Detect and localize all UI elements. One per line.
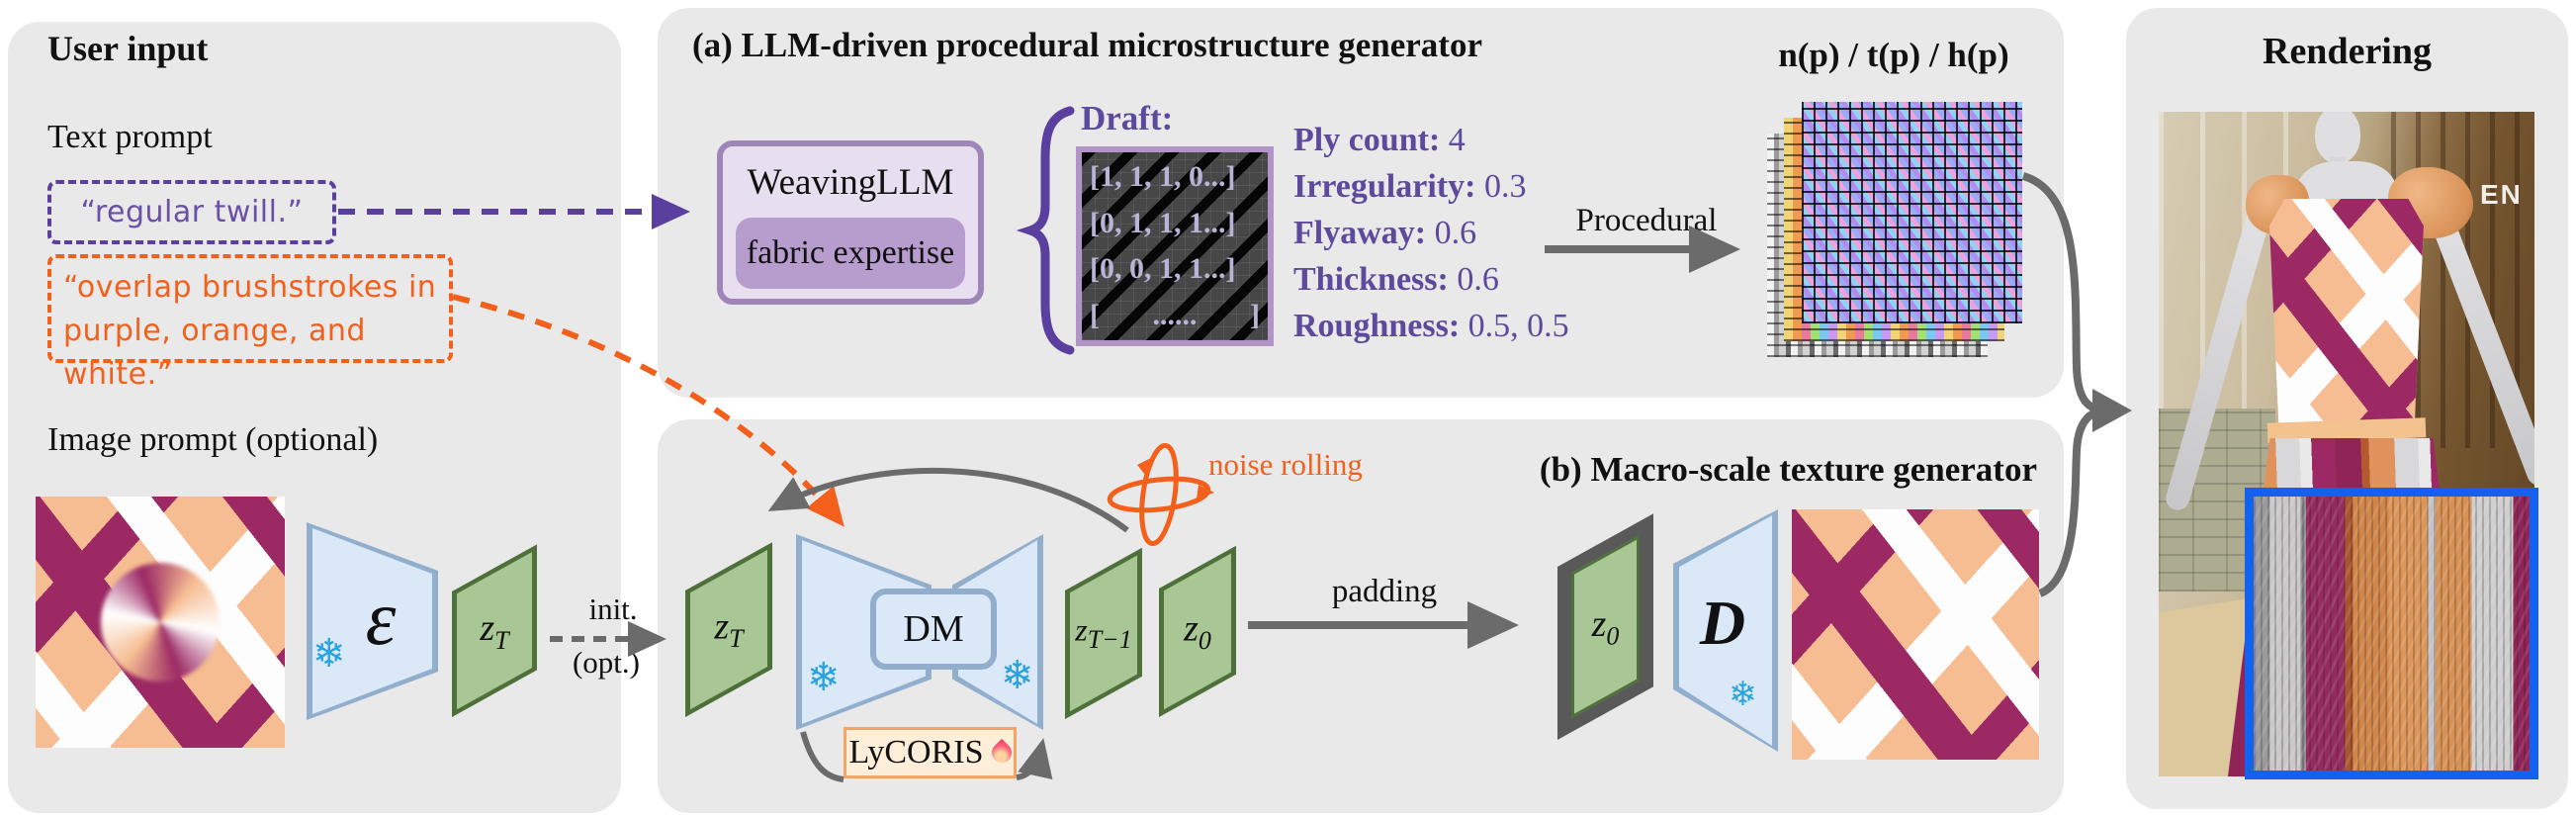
param-value: 0.5, 0.5 [1467,308,1569,344]
fabric-zoom-inset [2245,488,2538,779]
user-input-title: User input [47,29,209,68]
z-sub: T [729,624,744,654]
z-base: z [480,606,495,649]
fire-icon [987,738,1016,768]
text-prompt-purple: “regular twill.” [47,180,336,244]
dm-box: DM [870,589,997,670]
init-label: init. [588,592,638,626]
param-value: 4 [1448,122,1466,158]
padding-label: padding [1331,574,1438,609]
dots: ...... [1152,298,1198,331]
param-line: Irregularity: 0.3 [1293,163,1569,210]
fabric-swirl-detail [101,563,220,682]
init-opt-label: (opt.) [572,645,640,680]
param-line: Ply count: 4 [1293,117,1569,163]
bracket-right: ] [1250,298,1260,331]
param-value: 0.6 [1434,215,1477,251]
encoder-symbol: ε [365,575,397,661]
draft-label: Draft: [1081,99,1174,137]
param-line: Flyaway: 0.6 [1293,210,1569,256]
z-base: z [1591,602,1607,645]
normal-map-layer [1802,102,2022,323]
frozen-snowflake-icon: ❄ [312,631,346,677]
param-label: Ply count: [1293,122,1441,158]
latent-z0-label: z0 [1164,572,1231,690]
decoder-shape [1673,509,1778,752]
z-base: z [714,605,730,648]
z-base: z [1075,611,1088,648]
text-prompt-orange: “overlap brushstrokes in purple, orange,… [47,254,453,392]
latent-z0-padded: z0 [1557,513,1653,740]
lycoris-box: LyCORIS [844,727,1017,778]
panel-a-title: (a) LLM-driven procedural microstructure… [692,26,1482,64]
text-prompt-orange-line2: purple, orange, and white.” [63,314,366,392]
image-prompt-label: Image prompt (optional) [47,421,379,458]
latent-z0-padded-label: z0 [1557,540,1653,713]
mannequin-head [2315,112,2360,163]
draft-row: [0, 1, 1, 1...] [1090,206,1236,239]
latent-zT-label: zT [690,572,767,688]
z-sub: T−1 [1087,625,1132,655]
maps-label: n(p) / t(p) / h(p) [1778,36,2009,74]
draft-row: [0, 0, 1, 1...] [1090,252,1236,286]
latent-zT-input-label: zT [457,573,532,688]
draft-row-dots: [ ...... ] [1090,299,1260,332]
param-value: 0.3 [1483,168,1527,205]
param-label: Roughness: [1293,308,1461,344]
rendering-title: Rendering [2263,31,2432,72]
param-label: Flyaway: [1293,215,1427,251]
fabric-expertise-box: fabric expertise [736,218,965,289]
weave-parameters: Ply count: 4 Irregularity: 0.3 Flyaway: … [1293,117,1569,349]
frozen-snowflake-icon: ❄ [1729,675,1757,714]
draft-row: [1, 1, 1, 0...] [1090,160,1236,194]
procedural-arrow-label: Procedural [1575,203,1718,238]
param-line: Thickness: 0.6 [1293,256,1569,303]
background-sign-text: EN [2480,179,2523,210]
z-base: z [1184,607,1199,650]
text-prompt-label: Text prompt [47,119,213,155]
param-label: Thickness: [1293,261,1449,298]
macro-texture-output [1792,509,2039,760]
latent-zT-minus-1-label: zT−1 [1070,574,1137,692]
bracket-left: [ [1090,298,1100,331]
frozen-snowflake-icon: ❄ [1001,653,1034,698]
text-prompt-purple-text: “regular twill.” [80,195,304,229]
text-prompt-orange-line1: “overlap brushstrokes in [63,270,437,305]
z-sub: T [494,625,509,655]
dress-bodice [2269,199,2424,424]
panel-b-title: (b) Macro-scale texture generator [1539,450,2037,489]
noise-rolling-label: noise rolling [1208,447,1363,482]
param-label: Irregularity: [1293,168,1476,205]
z-sub: 0 [1606,621,1620,651]
decoder-symbol: D [1699,588,1746,658]
weavingllm-box: WeavingLLM fabric expertise [717,140,984,305]
weavingllm-label: WeavingLLM [747,161,954,203]
image-prompt-thumbnail [36,497,285,748]
draft-matrix: [1, 1, 1, 0...] [0, 1, 1, 1...] [0, 0, 1… [1076,146,1274,346]
z-sub: 0 [1198,626,1211,656]
lycoris-label: LyCORIS [848,734,984,771]
param-line: Roughness: 0.5, 0.5 [1293,303,1569,349]
param-value: 0.6 [1457,261,1499,298]
frozen-snowflake-icon: ❄ [807,655,841,700]
